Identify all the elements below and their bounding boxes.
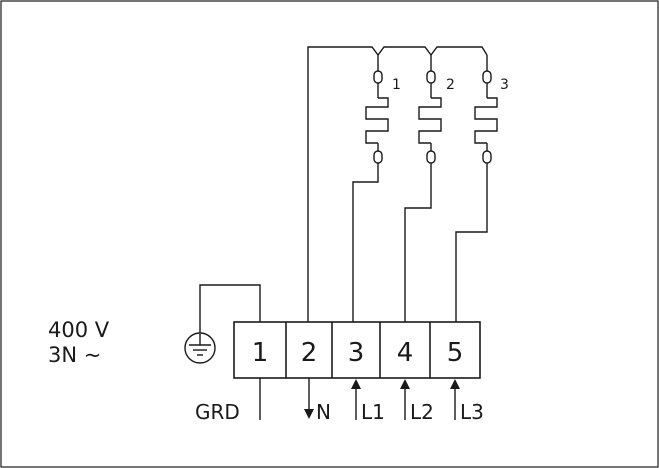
n-conductor xyxy=(304,378,314,419)
heating-element-3 xyxy=(455,55,498,322)
terminal-5-label: L3 xyxy=(460,400,484,424)
terminal-2-label: N xyxy=(316,400,331,424)
heating-element-1 xyxy=(352,55,389,322)
ground-wire xyxy=(199,284,261,333)
terminal-3-label: L1 xyxy=(361,400,385,424)
terminal-2-number: 2 xyxy=(301,338,318,368)
heating-element-2 xyxy=(404,55,442,322)
l2-conductor xyxy=(400,379,410,420)
neutral-star-wire xyxy=(307,46,488,322)
terminal-5-number: 5 xyxy=(447,338,464,368)
ground-icon xyxy=(184,332,216,364)
terminal-3-number: 3 xyxy=(348,338,365,368)
supply-voltage: 400 V xyxy=(48,318,110,342)
element-3-number: 3 xyxy=(500,77,509,93)
terminal-1-number: 1 xyxy=(252,338,269,368)
l3-conductor xyxy=(450,379,460,420)
supply-system: 3N ~ xyxy=(48,343,101,367)
terminal-block xyxy=(233,321,481,379)
terminal-4-label: L2 xyxy=(410,400,434,424)
terminal-1-label: GRD xyxy=(195,400,240,424)
element-1-number: 1 xyxy=(392,77,401,93)
element-2-number: 2 xyxy=(446,77,455,93)
terminal-4-number: 4 xyxy=(397,338,414,368)
l1-conductor xyxy=(351,379,361,420)
